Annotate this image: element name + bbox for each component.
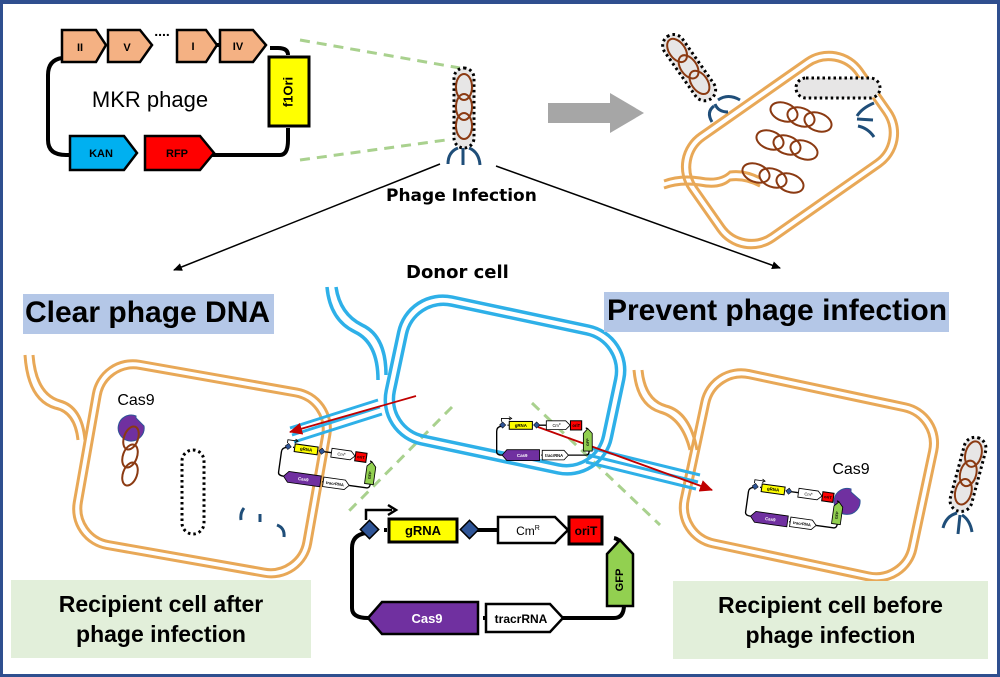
loose-tail-fibers: [855, 101, 876, 138]
gene-iv-label: IV: [233, 41, 244, 53]
cmr-superscript: R: [535, 525, 540, 532]
gene-i: I: [175, 28, 219, 64]
rfp-gene: RFP: [143, 134, 216, 172]
empty-phage-capsid: [180, 448, 206, 536]
tracrrna-label: tracrRNA: [495, 612, 548, 626]
orit-label: oriT: [575, 524, 598, 538]
recipient-cell-before: Cas9: [632, 368, 988, 583]
clear-phage-dna-title: Clear phage DNA: [23, 294, 275, 334]
recipient-after-line-1: Recipient cell after: [58, 591, 264, 617]
plasmid-transfer-arrow-right: [537, 426, 713, 492]
mkr-phage-title: MKR phage: [92, 87, 208, 112]
attached-phage: [661, 33, 718, 103]
gene-v: V: [106, 28, 154, 64]
plasmid-transfer-arrow-left: [289, 395, 417, 435]
phage-infection-label: Phage Infection: [386, 186, 537, 206]
grna-flank-site-2: [459, 519, 480, 540]
recipient-after-label: Recipient cell after phage infection: [11, 580, 311, 658]
cmr-label: Cm: [516, 524, 535, 538]
cas9-gene: Cas9: [366, 600, 480, 636]
recipient-before-line-1: Recipient cell before: [718, 592, 943, 618]
gene-iv: IV: [218, 28, 268, 64]
recipient-before-line-2: phage infection: [745, 622, 916, 648]
phage-particle-center: [446, 66, 482, 166]
cmr-gene: CmR: [496, 515, 570, 545]
promoter-arrow: [364, 508, 392, 520]
crispr-plasmid-recipient-before: [743, 476, 846, 535]
tail-fibers: [446, 146, 482, 166]
grna-flank-site-1: [359, 519, 380, 540]
orit-block: oriT: [567, 515, 604, 546]
infected-cell: [661, 33, 900, 250]
recipient-before-label: Recipient cell before phage infection: [673, 581, 988, 659]
f1ori-label: f1Ori: [280, 77, 295, 107]
infection-progress-arrow: [548, 93, 644, 133]
tracrrna-gene: tracrRNA: [484, 602, 565, 634]
svg-text:CmR: CmR: [516, 524, 540, 538]
replicated-phage-dna: [741, 101, 833, 194]
conjugation-pilus-left: [289, 398, 383, 444]
cas9-gene-label: Cas9: [411, 611, 442, 626]
prevent-phage-infection-title: Prevent phage infection: [604, 292, 950, 332]
gene-i-label: I: [191, 41, 194, 53]
grna-label: gRNA: [405, 523, 442, 538]
cas9-label-right: Cas9: [832, 461, 869, 478]
recipient-cell-after: Cas9: [23, 354, 332, 579]
grna-block: gRNA: [387, 517, 459, 544]
cas9-label-left: Cas9: [117, 392, 154, 409]
recipient-after-line-2: phage infection: [76, 621, 246, 647]
crispr-plasmid-large: gRNA CmR oriT GFP Cas9 tracrRNA: [350, 503, 635, 636]
zoom-line-top-left: [299, 38, 461, 70]
branch-arrow-right: [495, 165, 781, 270]
crispr-plasmid-donor: [495, 416, 593, 462]
gene-ellipsis: ....: [154, 23, 170, 39]
gfp-label: GFP: [614, 569, 626, 592]
cleaved-phage-dna: [121, 425, 140, 487]
gene-v-label: V: [123, 42, 131, 54]
genome-backbone: [46, 43, 290, 157]
gene-ii: II: [60, 28, 108, 64]
donor-cell: [289, 286, 701, 491]
gene-ii-label: II: [77, 42, 83, 54]
zoom-line-bottom-left: [299, 138, 447, 162]
donor-cell-label: Donor cell: [406, 262, 509, 283]
gfp-gene: GFP: [605, 538, 635, 608]
mkr-phage-genome: II V .... I IV f1Ori MKR phage KAN RFP: [46, 23, 311, 172]
branch-arrow-left: [173, 163, 441, 271]
tail-fiber-fragments: [239, 507, 286, 538]
rfp-label: RFP: [166, 148, 188, 160]
approaching-phage: [948, 435, 988, 513]
f1ori-block: f1Ori: [267, 55, 311, 128]
kan-label: KAN: [89, 148, 113, 160]
zoom-line-donor-left: [343, 405, 454, 517]
kan-gene: KAN: [68, 134, 139, 172]
